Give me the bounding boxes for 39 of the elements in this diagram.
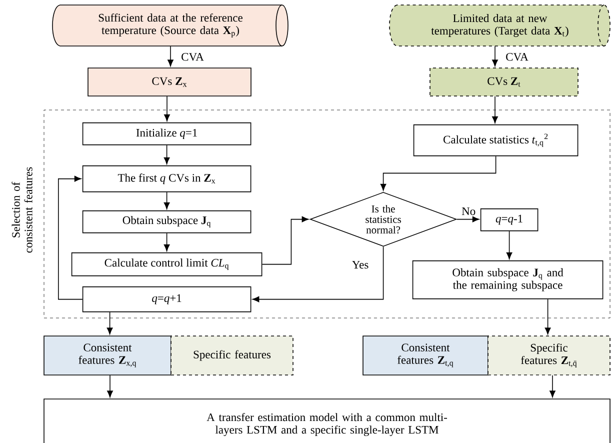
process-box: q=q-1 xyxy=(480,208,538,232)
process-box: CVs Z$_{t}$ xyxy=(430,68,578,96)
process-box: The first q CVs in Z$_{x}$ xyxy=(82,165,252,192)
arrow xyxy=(380,156,496,191)
process-box: Initialize q=1 xyxy=(82,122,252,146)
arrow xyxy=(164,192,170,210)
process-box: Calculate statistics t$_{t,q}$2 xyxy=(413,124,578,156)
arrow xyxy=(550,375,556,398)
arrow xyxy=(106,312,113,334)
edge-label: CVA xyxy=(180,52,205,62)
process-box: Obtain subspace J$_{q}$ xyxy=(82,210,252,234)
arrow xyxy=(492,46,498,66)
process-box: q=q+1 xyxy=(82,286,252,312)
arrow xyxy=(252,246,384,302)
process-box: CVs Z$_{x}$ xyxy=(88,68,252,96)
feature-box: Specific features Z$_{t,q̄}$ xyxy=(488,336,610,376)
arrow xyxy=(58,176,83,300)
arrow xyxy=(544,298,551,334)
arrow xyxy=(164,96,170,122)
edge-label: Yes xyxy=(350,260,370,270)
model-box: A transfer estimation model with a common multi-layers LSTM and a specific single-layer LSTM xyxy=(44,398,610,443)
arrow xyxy=(164,232,170,252)
data-cylinder: Limited data at new temperatures (Target data X$_{t}$) xyxy=(389,4,610,46)
data-cylinder: Sufficient data at the reference temperature (Source data X$_{p}$) xyxy=(52,4,288,46)
arrow xyxy=(107,375,113,398)
arrow xyxy=(168,46,174,66)
feature-box: Consistent features Z$_{t,q}$ xyxy=(362,336,488,376)
process-box: Calculate control limit CL$_{q}$ xyxy=(71,252,262,276)
edge-label: CVA xyxy=(504,52,530,62)
region-title: Selection of consistent features xyxy=(12,167,32,253)
arrow xyxy=(456,216,480,222)
arrow xyxy=(164,144,170,164)
feature-box: Consistent features Z$_{x,q}$ xyxy=(44,336,172,376)
feature-box: Specific features xyxy=(170,336,294,376)
arrow xyxy=(262,216,309,265)
arrow xyxy=(492,96,498,124)
edge-label: No xyxy=(460,206,477,216)
process-box: Obtain subspace J$_{q}$ and the remaining subspace xyxy=(412,260,604,300)
arrow xyxy=(506,230,512,260)
